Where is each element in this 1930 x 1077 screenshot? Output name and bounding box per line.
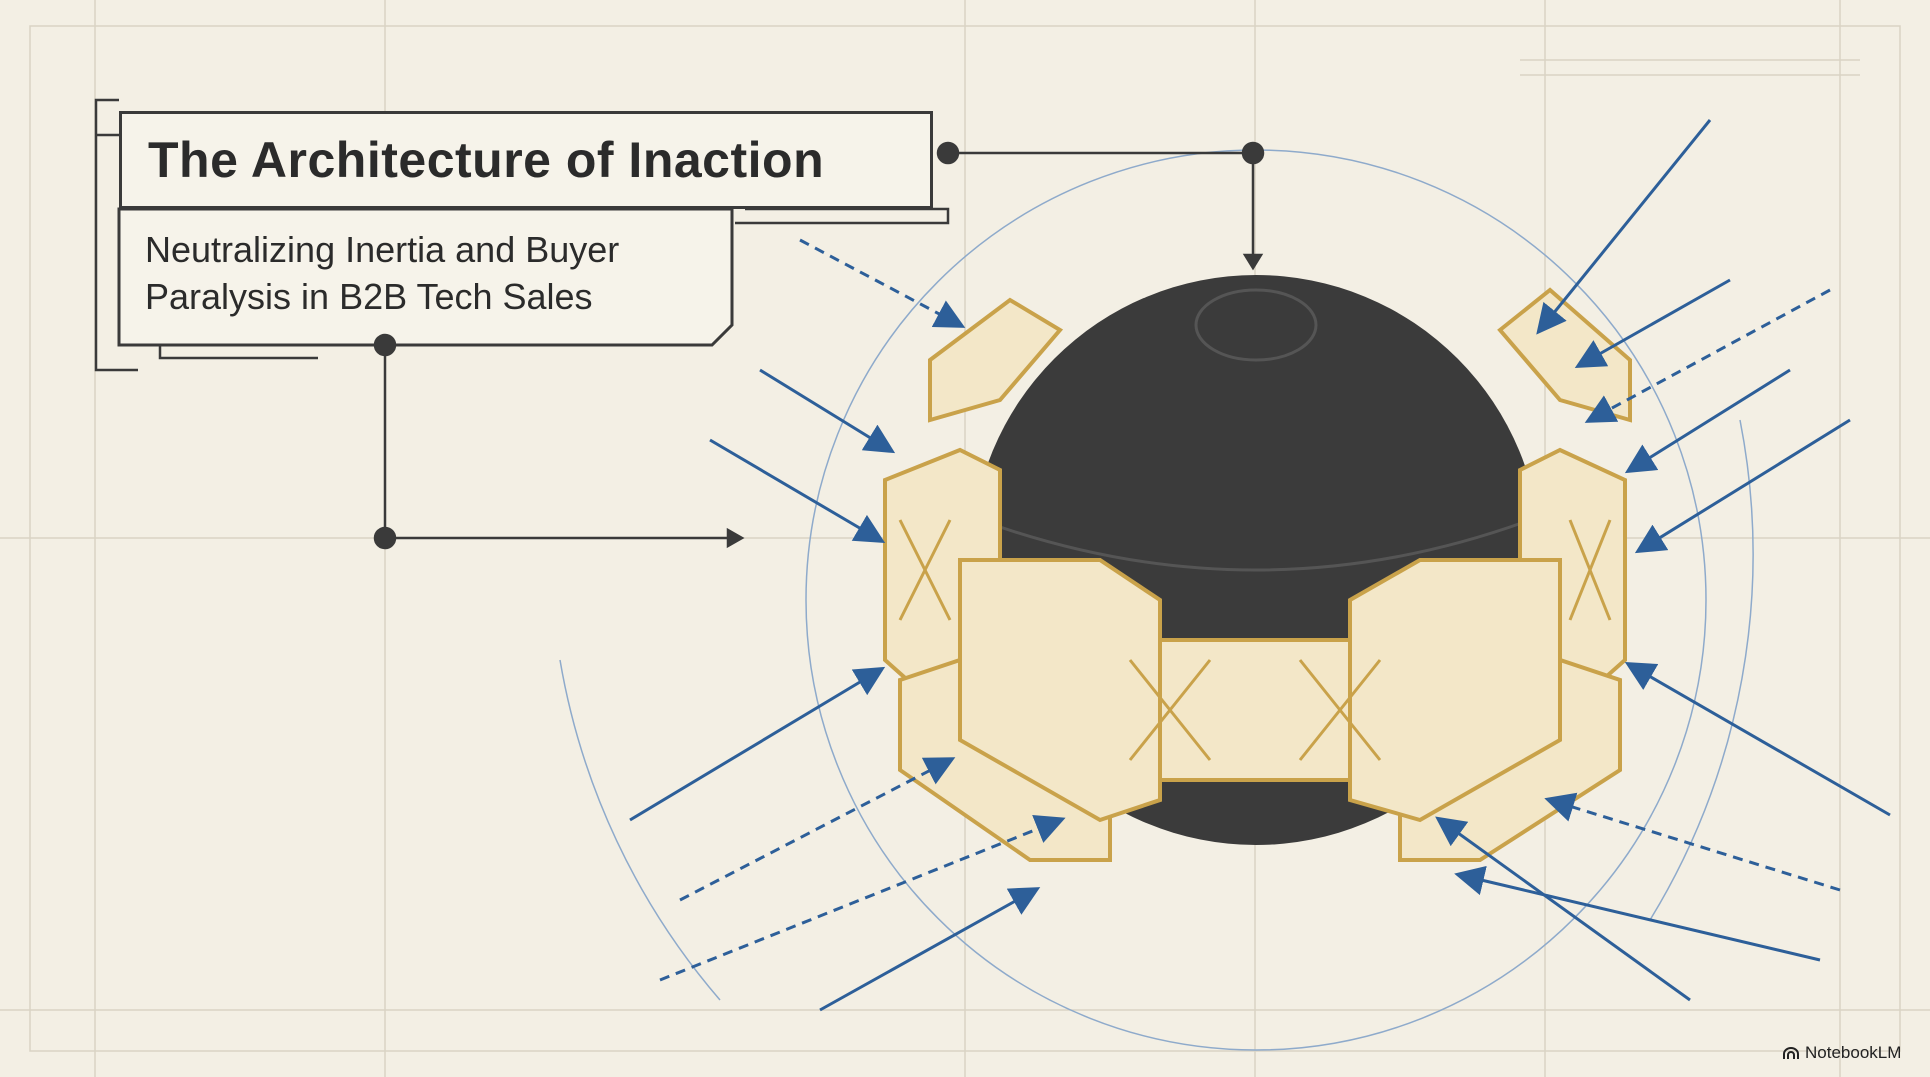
notebooklm-branding: NotebookLM <box>1782 1043 1901 1063</box>
subtitle-box-frame <box>117 207 734 347</box>
subtitle-line-1: Neutralizing Inertia and Buyer <box>145 229 620 270</box>
notebooklm-logo-icon <box>1783 1047 1799 1059</box>
frame-crossbraces <box>898 519 1612 761</box>
subtitle-line-2: Paralysis in B2B Tech Sales <box>145 276 593 317</box>
slide-title: The Architecture of Inaction <box>148 132 825 188</box>
pressure-arrows <box>629 119 1891 1012</box>
gold-frame <box>883 287 1632 862</box>
subtitle-box: Neutralizing Inertia and Buyer Paralysis… <box>119 206 732 345</box>
connector-lines <box>373 141 1265 550</box>
brand-label: NotebookLM <box>1805 1043 1902 1062</box>
title-box: The Architecture of Inaction <box>119 111 933 209</box>
